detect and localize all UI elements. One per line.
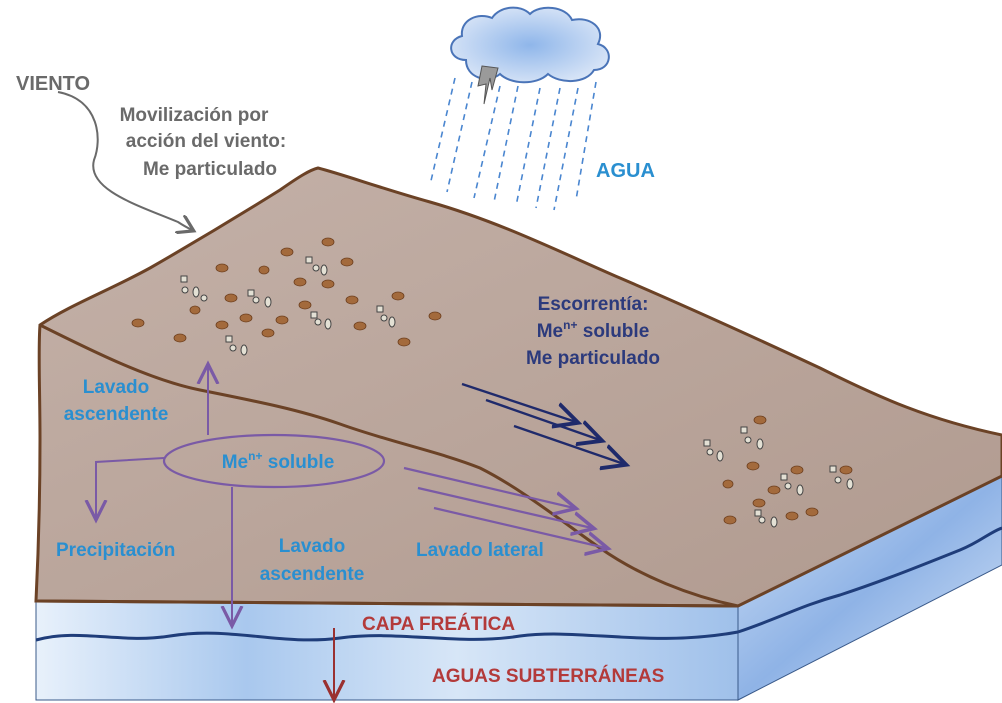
label-agua: AGUA [596,160,655,182]
water-table-line [35,630,739,642]
lightning-icon [477,65,499,105]
rain-cloud [429,6,610,211]
soil-inner-ridge [39,323,739,608]
label-aguas-subterraneas: AGUAS SUBTERRÁNEAS [432,665,664,687]
runoff-arrows [461,382,624,464]
particles-mixed-top [180,256,396,356]
label-viento: VIENTO [16,73,90,95]
label-lavado-lateral: Lavado lateral [416,540,544,561]
label-lavado-ascendente-mid-1: Lavado [279,536,346,557]
label-lavado-ascendente-top-1: Lavado [83,377,150,398]
label-escorrentia-line1: Escorrentía: [538,294,649,315]
label-movilizacion-line3: Me particulado [143,159,277,180]
particles-mixed-right [703,426,854,528]
groundwater-block [35,468,1002,701]
cloud-icon [450,6,610,84]
label-escorrentia-line3: Me particulado [526,348,660,369]
soluble-metal-node [96,366,386,624]
water-table-side-line [737,526,1002,634]
wind-arrow [57,91,192,230]
label-men-soluble: Men+ soluble [222,449,335,473]
label-lavado-ascendente-top-2: ascendente [64,404,169,425]
rain-lines [429,77,597,211]
lateral-leaching-arrows [403,466,606,548]
particles-cluster-right [722,415,853,525]
soil-body [34,166,1002,608]
label-lavado-ascendente-mid-2: ascendente [260,564,365,585]
label-precipitacion: Precipitación [56,540,175,561]
label-movilizacion-line1: Movilización por [120,105,269,126]
label-capa-freatica: CAPA FREÁTICA [362,613,515,635]
label-escorrentia-line2: Men+ soluble [537,318,650,342]
particles-cluster-top [131,237,442,347]
label-movilizacion-line2: acción del viento: [126,131,286,152]
